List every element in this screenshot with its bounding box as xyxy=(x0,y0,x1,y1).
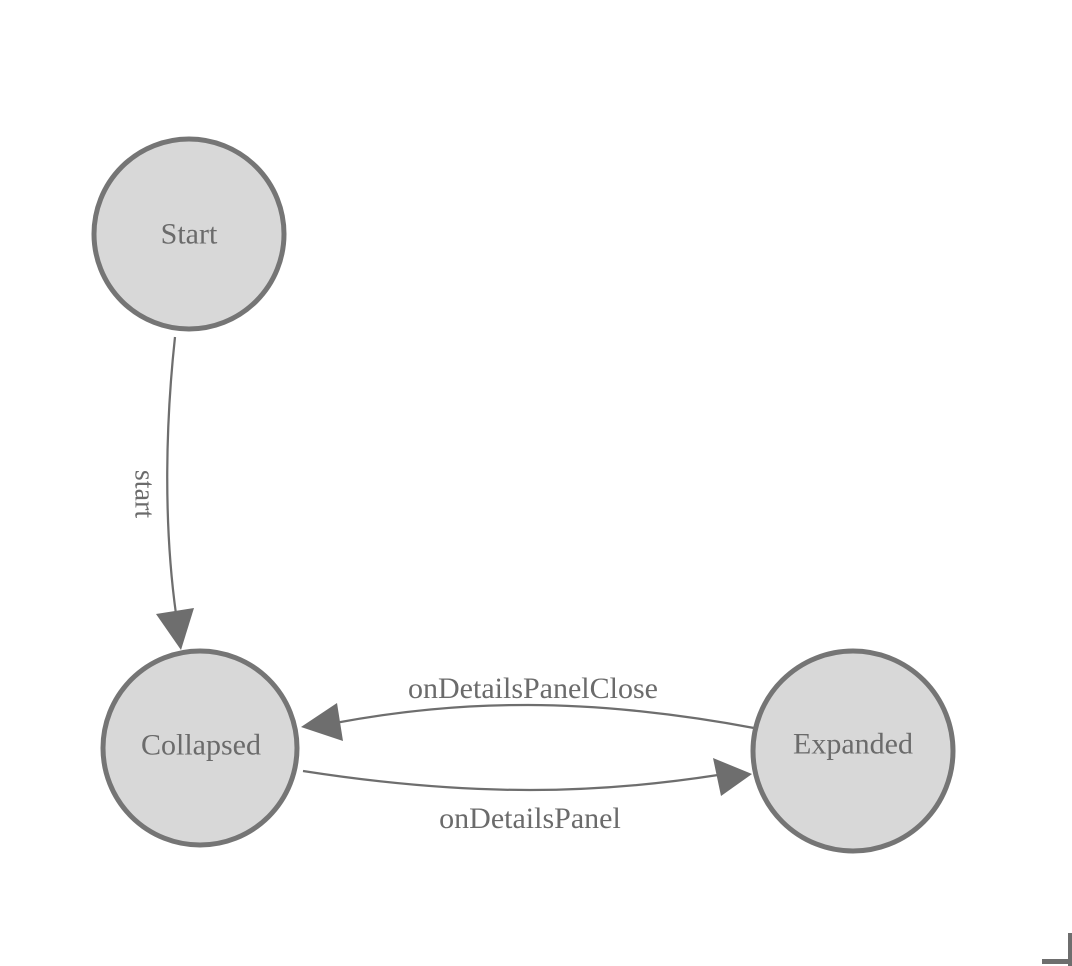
edge-label-ondetailspanel: onDetailsPanel xyxy=(439,802,621,835)
edge-label-ondetailspanelclose: onDetailsPanelClose xyxy=(408,672,658,705)
canvas-corner-mark-horizontal xyxy=(1042,959,1072,964)
arrowhead-into-expanded xyxy=(713,758,752,796)
state-node-expanded-circle[interactable] xyxy=(750,648,956,854)
state-node-start-circle[interactable] xyxy=(91,136,287,332)
edge-collapsed-to-expanded: onDetailsPanel xyxy=(302,758,752,835)
edge-expanded-to-collapsed-line xyxy=(334,703,755,730)
state-node-start-label: Start xyxy=(161,218,218,251)
edge-expanded-to-collapsed: onDetailsPanelClose xyxy=(301,672,755,741)
edge-label-start: start xyxy=(129,470,160,518)
state-node-expanded[interactable]: Expanded xyxy=(750,648,956,854)
edge-start-to-collapsed-line xyxy=(166,336,178,615)
edge-collapsed-to-expanded-line xyxy=(302,769,719,792)
state-node-expanded-label: Expanded xyxy=(793,728,913,761)
arrowhead-into-collapsed-from-start xyxy=(156,608,194,650)
edge-start-to-collapsed: start xyxy=(129,336,194,650)
state-node-collapsed-circle[interactable] xyxy=(100,648,300,848)
state-node-collapsed[interactable]: Collapsed xyxy=(100,648,300,848)
canvas-corner-mark xyxy=(1042,933,1072,966)
arrowhead-into-collapsed-from-expanded xyxy=(301,703,343,741)
canvas-corner-mark-vertical xyxy=(1068,933,1072,966)
state-node-start[interactable]: Start xyxy=(91,136,287,332)
state-node-collapsed-label: Collapsed xyxy=(141,729,261,762)
